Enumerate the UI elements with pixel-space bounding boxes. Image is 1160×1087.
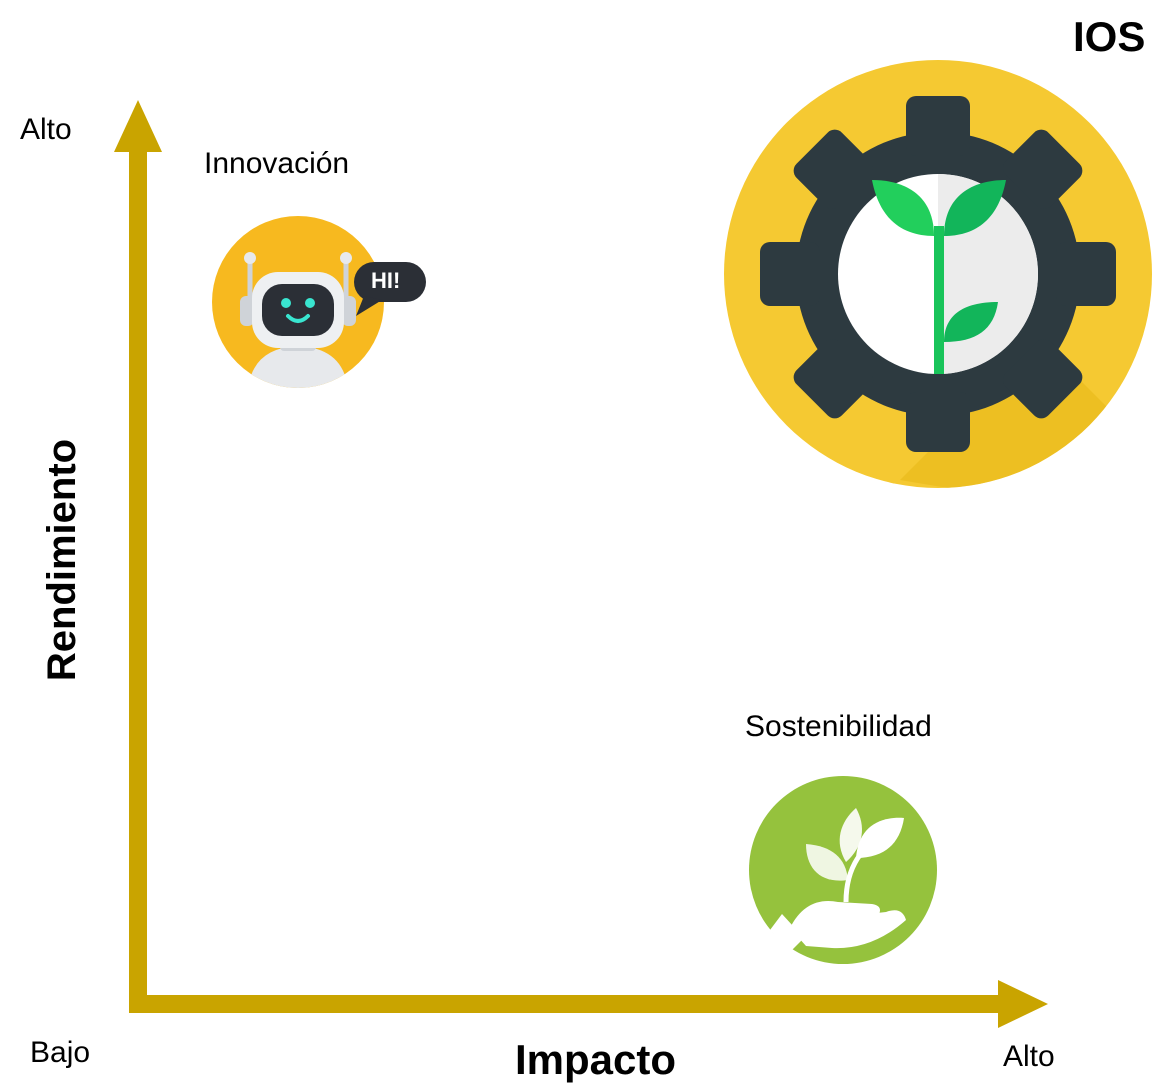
x-axis (129, 980, 1048, 1028)
innovation-label: Innovación (204, 147, 350, 180)
x-axis-line (129, 995, 1009, 1013)
y-axis-high-label: Alto (20, 113, 72, 146)
speech-bubble-text: HI! (371, 268, 401, 293)
y-axis-arrowhead (114, 100, 162, 152)
y-axis (114, 100, 162, 1013)
y-axis-title: Rendimiento (40, 438, 84, 682)
robot-icon (212, 216, 384, 388)
x-axis-arrowhead (998, 980, 1048, 1028)
y-axis-line (129, 145, 147, 1013)
sustainability-label: Sostenibilidad (745, 710, 932, 743)
x-axis-title: Impacto (515, 1036, 677, 1083)
plant-in-hand-icon (749, 776, 937, 964)
gear-with-sprout-icon (724, 60, 1152, 488)
x-axis-high-label: Alto (1003, 1040, 1055, 1073)
x-axis-low-label: Bajo (30, 1036, 91, 1069)
brand-title: IOS (1073, 13, 1146, 60)
speech-bubble-icon (354, 262, 426, 316)
